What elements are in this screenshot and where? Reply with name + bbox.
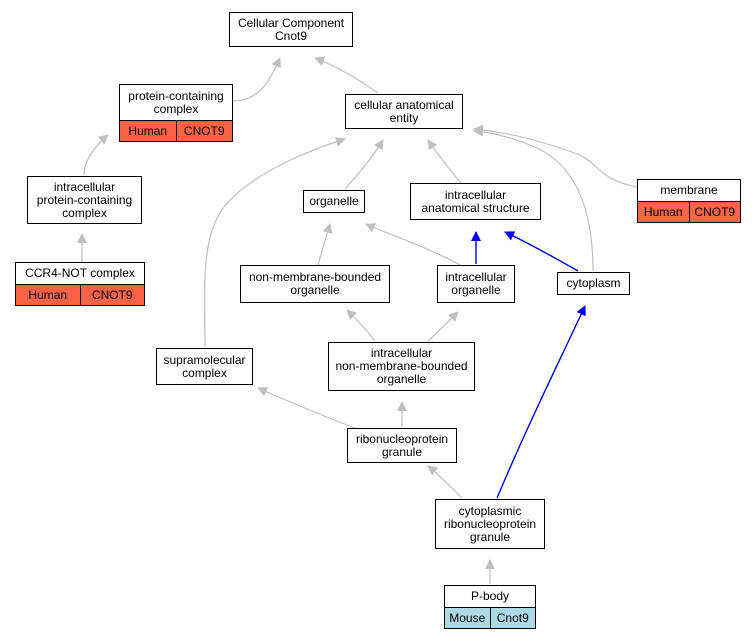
node-intracellular-non-membrane-bounded-organelle[interactable]: intracellular non-membrane-bounded organ…	[328, 342, 475, 391]
edge-organelle-to-cellular-anatomical-entity	[344, 139, 384, 190]
node-label: protein-containing complex	[128, 88, 224, 116]
node-protein-containing-complex[interactable]: protein-containing complex Human CNOT9	[119, 84, 233, 142]
edge-cytoplasmic-ribonucleoprotein-granule-to-ribonucleoprotein-granule	[427, 465, 463, 499]
edge-non-membrane-bounded-organelle-to-organelle	[317, 223, 333, 266]
gene-tag: CNOT9	[175, 121, 232, 141]
species-tag: Mouse	[445, 608, 490, 628]
edge-intracellular-protein-containing-complex-to-protein-containing-complex	[83, 134, 109, 176]
edge-ribonucleoprotein-granule-to-supramolecular-complex	[257, 387, 356, 429]
edge-intracellular-anatomical-structure-to-cellular-anatomical-entity	[427, 139, 462, 184]
node-ccr4-not-complex[interactable]: CCR4-NOT complex Human CNOT9	[15, 262, 145, 306]
node-label: intracellular protein-containing complex	[36, 179, 133, 220]
gene-tag: CNOT9	[79, 285, 144, 305]
node-organelle[interactable]: organelle	[303, 190, 365, 213]
node-label: Cellular Component Cnot9	[237, 15, 345, 43]
species-tag: Human	[16, 285, 80, 305]
gene-tag: CNOT9	[688, 202, 740, 222]
node-label: ribonucleoprotein granule	[355, 431, 449, 459]
node-cellular-component[interactable]: Cellular Component Cnot9	[229, 12, 353, 47]
node-cytoplasm[interactable]: cytoplasm	[557, 272, 630, 295]
node-intracellular-anatomical-structure[interactable]: intracellular anatomical structure	[410, 183, 541, 220]
node-supramolecular-complex[interactable]: supramolecular complex	[156, 348, 253, 385]
node-membrane[interactable]: membrane Human CNOT9	[637, 179, 741, 223]
node-label: non-membrane-bounded organelle	[248, 270, 382, 297]
edge-cytoplasm-to-intracellular-anatomical-structure	[504, 231, 579, 272]
node-label: intracellular organelle	[445, 270, 507, 297]
node-label: CCR4-NOT complex	[25, 266, 135, 280]
node-p-body[interactable]: P-body Mouse Cnot9	[444, 585, 536, 629]
edge-cytoplasm-to-cellular-anatomical-entity	[473, 126, 594, 272]
node-label: membrane	[660, 183, 718, 197]
species-tag: Human	[638, 202, 689, 222]
node-label: cellular anatomical entity	[354, 97, 454, 125]
node-label: cytoplasmic ribonucleoprotein granule	[443, 503, 537, 544]
edge-supramolecular-complex-to-cellular-anatomical-entity	[204, 136, 346, 348]
node-label: supramolecular complex	[163, 352, 246, 380]
node-intracellular-protein-containing-complex[interactable]: intracellular protein-containing complex	[27, 176, 142, 224]
species-tag: Human	[120, 121, 176, 141]
annotation-tags: Human CNOT9	[638, 201, 740, 222]
gene-tag: Cnot9	[489, 608, 535, 628]
edge-protein-containing-complex-to-cellular-component	[232, 57, 281, 102]
edge-intracellular-organelle-to-organelle	[365, 223, 461, 266]
edge-cellular-anatomical-entity-to-cellular-component	[314, 56, 379, 94]
edge-cytoplasmic-ribonucleoprotein-granule-to-cytoplasm	[496, 305, 586, 499]
node-label: intracellular non-membrane-bounded organ…	[335, 346, 468, 386]
edge-membrane-to-cellular-anatomical-entity	[473, 124, 638, 188]
annotation-tags: Human CNOT9	[120, 120, 232, 141]
node-label: intracellular anatomical structure	[421, 187, 530, 215]
annotation-tags: Mouse Cnot9	[445, 607, 535, 628]
node-ribonucleoprotein-granule[interactable]: ribonucleoprotein granule	[347, 428, 457, 463]
node-intracellular-organelle[interactable]: intracellular organelle	[437, 265, 515, 303]
edge-intracellular-non-membrane-bounded-organelle-to-non-membrane-bounded-organelle	[346, 309, 376, 342]
edge-intracellular-non-membrane-bounded-organelle-to-intracellular-organelle	[427, 311, 459, 342]
node-cellular-anatomical-entity[interactable]: cellular anatomical entity	[345, 94, 463, 129]
node-cytoplasmic-ribonucleoprotein-granule[interactable]: cytoplasmic ribonucleoprotein granule	[435, 499, 545, 549]
annotation-tags: Human CNOT9	[16, 284, 144, 305]
node-label: cytoplasm	[566, 276, 621, 290]
node-label: organelle	[309, 194, 359, 208]
node-label: P-body	[470, 589, 510, 603]
edge-layer	[77, 56, 638, 584]
node-non-membrane-bounded-organelle[interactable]: non-membrane-bounded organelle	[240, 265, 390, 303]
